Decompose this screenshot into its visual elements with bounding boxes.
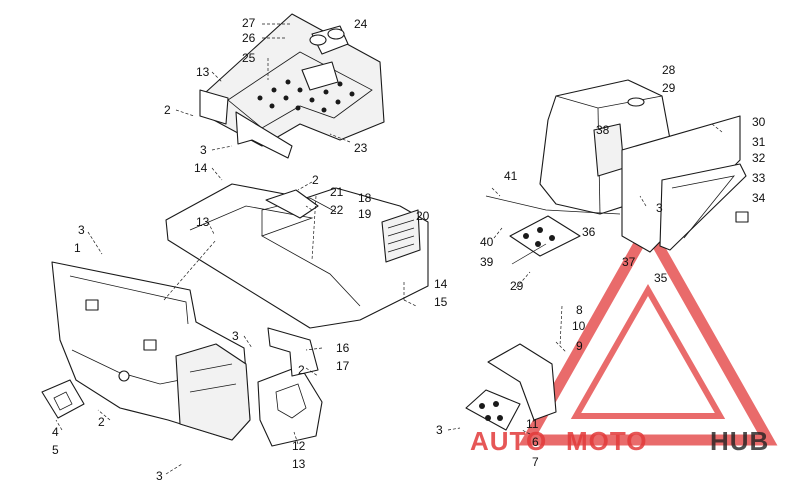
callout-27: 27 [242,16,256,30]
callout-2: 2 [298,363,305,377]
callout-28: 28 [662,63,676,77]
callout-2: 2 [312,173,319,187]
callout-3: 3 [656,201,663,215]
watermark-logo [518,216,778,446]
callout-3: 3 [232,329,239,343]
callout-9: 9 [576,339,583,353]
callout-22: 22 [330,203,344,217]
callout-2: 2 [164,103,171,117]
tray-bracket [199,89,229,125]
mount-bracket [267,327,319,377]
callout-37: 37 [622,255,636,269]
callout-39: 39 [480,255,494,269]
access-plate [41,379,85,419]
panel-cutout [85,299,99,311]
callout-14: 14 [194,161,208,175]
callout-17: 17 [336,359,350,373]
floor-pan-assembly [165,183,429,329]
callout-36: 36 [582,225,596,239]
callout-24: 24 [354,17,368,31]
callout-32: 32 [752,151,766,165]
callout-1: 1 [74,241,81,255]
storage-tray-assembly [199,13,385,159]
callout-3: 3 [156,469,163,483]
watermark-triangle-outer [518,216,778,446]
callout-13: 13 [196,65,210,79]
vent-cover [257,365,323,447]
tank-assembly [485,79,749,265]
floor-bracket [265,189,319,219]
callout-10: 10 [572,319,586,333]
callout-labels: 27 26 24 25 13 2 3 23 14 2 21 22 18 19 2… [52,16,766,483]
leader-lines [55,23,723,475]
watermark-word-moto: MOTO [566,426,648,456]
callout-38: 38 [596,123,610,137]
callout-26: 26 [242,31,256,45]
tank-access-cover [659,163,747,251]
mount-shield [487,343,557,421]
callout-23: 23 [354,141,368,155]
callout-13: 13 [196,215,210,229]
callout-19: 19 [358,207,372,221]
callout-7: 7 [532,455,539,469]
callout-25: 25 [242,51,256,65]
callout-3: 3 [78,223,85,237]
callout-33: 33 [752,171,766,185]
callout-29: 29 [662,81,676,95]
callout-5: 5 [52,443,59,457]
callout-21: 21 [330,185,344,199]
callout-20: 20 [416,209,430,223]
filler-cap [627,97,645,107]
callout-2: 2 [98,415,105,429]
storage-tray [205,13,385,147]
callout-12: 12 [292,439,306,453]
lower-mount-assembly [465,343,557,431]
skid-plate [509,215,581,257]
callout-34: 34 [752,191,766,205]
callout-8: 8 [576,303,583,317]
callout-13: 13 [292,457,306,471]
cup-holder-lower [301,61,339,91]
side-trim [175,343,251,441]
panel-cutout [143,339,157,351]
callout-30: 30 [752,115,766,129]
tank-clip [735,211,749,223]
watermark-word-hub: HUB [710,426,769,456]
callout-41: 41 [504,169,518,183]
tray-support [235,111,293,159]
callout-18: 18 [358,191,372,205]
callout-40: 40 [480,235,494,249]
callout-14: 14 [434,277,448,291]
callout-29: 29 [510,279,524,293]
floor-label-panel [381,209,421,263]
callout-15: 15 [434,295,448,309]
callout-3: 3 [200,143,207,157]
mount-plate [465,389,521,431]
callout-16: 16 [336,341,350,355]
front-panel-assembly [41,261,323,447]
callout-31: 31 [752,135,766,149]
watermark-triangle-inner [570,283,726,419]
callout-6: 6 [532,435,539,449]
watermark-word-auto: AUTO [470,426,547,456]
callout-3: 3 [436,423,443,437]
callout-4: 4 [52,425,59,439]
watermark-text: AUTO MOTO HUB [470,426,769,456]
callout-11: 11 [526,417,539,431]
callout-35: 35 [654,271,668,285]
